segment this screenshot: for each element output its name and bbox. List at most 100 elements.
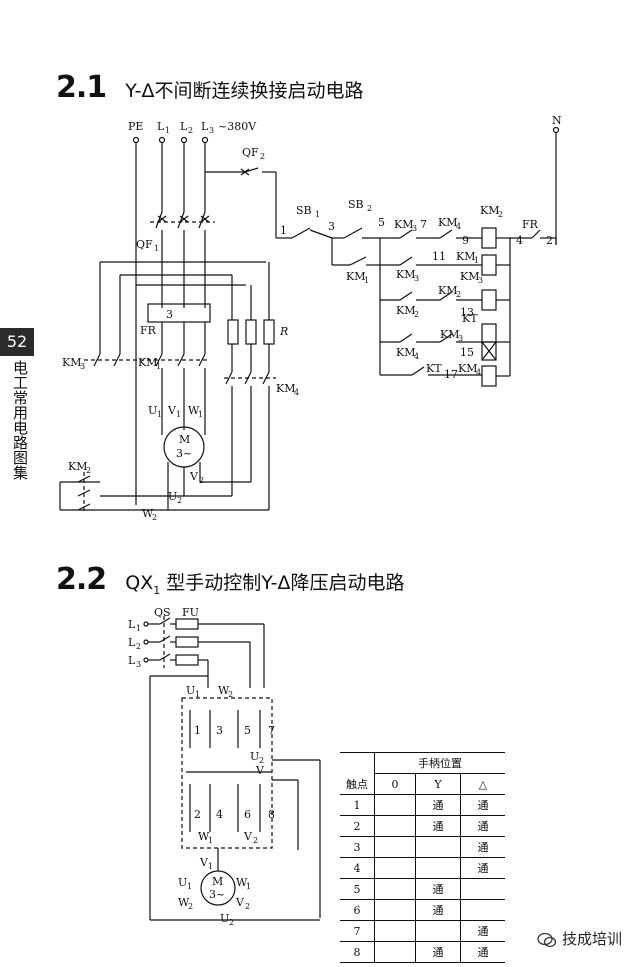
svg-text:KM: KM: [438, 284, 457, 297]
label-l1-sub: 1: [165, 126, 170, 135]
svg-text:1: 1: [157, 410, 162, 419]
svg-text:1: 1: [280, 224, 287, 237]
coil-km1: [481, 254, 497, 276]
svg-text:1: 1: [195, 690, 200, 699]
contacts-km3-km1: [84, 322, 210, 367]
section2-number: 2.2: [56, 562, 107, 597]
label-l2-sub: 2: [188, 126, 193, 135]
svg-text:1: 1: [187, 882, 192, 891]
contacts-km4: [224, 371, 276, 510]
label-pe: PE: [128, 120, 143, 133]
svg-text:W: W: [218, 684, 230, 697]
svg-text:2: 2: [253, 836, 258, 845]
svg-text:KM: KM: [480, 204, 499, 217]
label-relay-num: 3: [166, 308, 173, 321]
svg-text:5: 5: [378, 216, 385, 229]
svg-text:4: 4: [294, 388, 299, 397]
watermark-text: 技成培训: [561, 930, 622, 948]
svg-text:7: 7: [268, 724, 275, 737]
svg-text:2: 2: [456, 290, 461, 299]
svg-text:9: 9: [462, 234, 469, 247]
svg-text:6: 6: [244, 808, 251, 821]
label-l3-sub: 3: [209, 126, 214, 135]
svg-text:L: L: [128, 654, 136, 667]
svg-text:L: L: [128, 618, 136, 631]
page-number-tab: 52: [0, 328, 34, 356]
terminal-l2: [180, 136, 188, 144]
terminal-l3: [201, 136, 209, 144]
label-km1-main: KM: [138, 356, 157, 369]
thermal-relay-fr: [147, 303, 211, 323]
svg-text:W: W: [188, 404, 200, 417]
terminal-n: [552, 126, 560, 134]
resistor-3: [263, 319, 275, 345]
svg-text:V: V: [199, 856, 209, 869]
svg-text:7: 7: [420, 218, 427, 231]
circuit-diagram-yd-continuous: PE L 1 L 2 L 3 ~380V N QF 2 QF 1 3 FR: [59, 114, 562, 522]
section2-heading: 2.2 QX1 型手动控制Y-Δ降压启动电路: [56, 562, 404, 597]
svg-text:3: 3: [328, 220, 335, 233]
table-header-group: 手柄位置: [374, 752, 505, 774]
svg-text:KM: KM: [440, 328, 459, 341]
svg-text:8: 8: [268, 808, 275, 821]
svg-text:2: 2: [86, 466, 91, 475]
svg-text:2: 2: [259, 756, 264, 765]
wechat-icon: [537, 932, 557, 947]
label-l2: L: [180, 120, 188, 133]
svg-text:U: U: [186, 684, 195, 697]
fuse-3: [175, 654, 199, 666]
svg-text:3~: 3~: [209, 888, 225, 901]
label-n: N: [552, 114, 562, 127]
svg-text:KM: KM: [460, 270, 479, 283]
label-qf2: QF: [242, 146, 259, 159]
svg-text:KM: KM: [456, 250, 475, 263]
label-v: V: [255, 764, 265, 777]
svg-text:KT: KT: [462, 312, 478, 325]
coil-kt-top: [481, 323, 497, 343]
svg-text:KM: KM: [396, 268, 415, 281]
motor-1-label: M: [179, 433, 190, 446]
svg-text:KM: KM: [394, 218, 413, 231]
svg-text:1: 1: [156, 362, 161, 371]
svg-text:QS: QS: [154, 606, 171, 619]
svg-text:KM: KM: [396, 304, 415, 317]
label-l3: L: [201, 120, 209, 133]
svg-text:2: 2: [188, 902, 193, 911]
svg-text:13: 13: [460, 306, 474, 319]
svg-text:2: 2: [546, 234, 553, 247]
terminal-l1: [158, 136, 166, 144]
svg-text:4: 4: [216, 808, 223, 821]
label-fr-main: FR: [140, 324, 157, 337]
book-title-vertical: 电工常用电路图集: [11, 360, 29, 480]
svg-text:2: 2: [229, 918, 234, 927]
table-header-0: 0: [374, 773, 416, 795]
svg-text:2: 2: [414, 310, 419, 319]
fuse-2: [175, 636, 199, 648]
svg-text:3: 3: [80, 362, 85, 371]
svg-text:L: L: [128, 636, 136, 649]
svg-text:FU: FU: [182, 606, 199, 619]
svg-text:2: 2: [199, 476, 204, 485]
svg-text:U: U: [148, 404, 157, 417]
svg-text:1: 1: [208, 862, 213, 871]
contact-fr: [531, 229, 541, 239]
svg-text:2: 2: [367, 204, 372, 213]
svg-text:3: 3: [414, 274, 419, 283]
svg-text:5: 5: [244, 724, 251, 737]
svg-text:KM: KM: [458, 362, 477, 375]
resistor-2: [245, 319, 257, 345]
svg-text:2: 2: [136, 642, 141, 651]
button-sb1: [291, 227, 311, 239]
section2-title: QX1 型手动控制Y-Δ降压启动电路: [125, 572, 405, 597]
svg-text:11: 11: [432, 250, 446, 263]
table-header-delta: △: [460, 773, 505, 795]
label-qf1: QF: [136, 238, 153, 251]
svg-text:1: 1: [246, 882, 251, 891]
svg-text:4: 4: [414, 352, 419, 361]
